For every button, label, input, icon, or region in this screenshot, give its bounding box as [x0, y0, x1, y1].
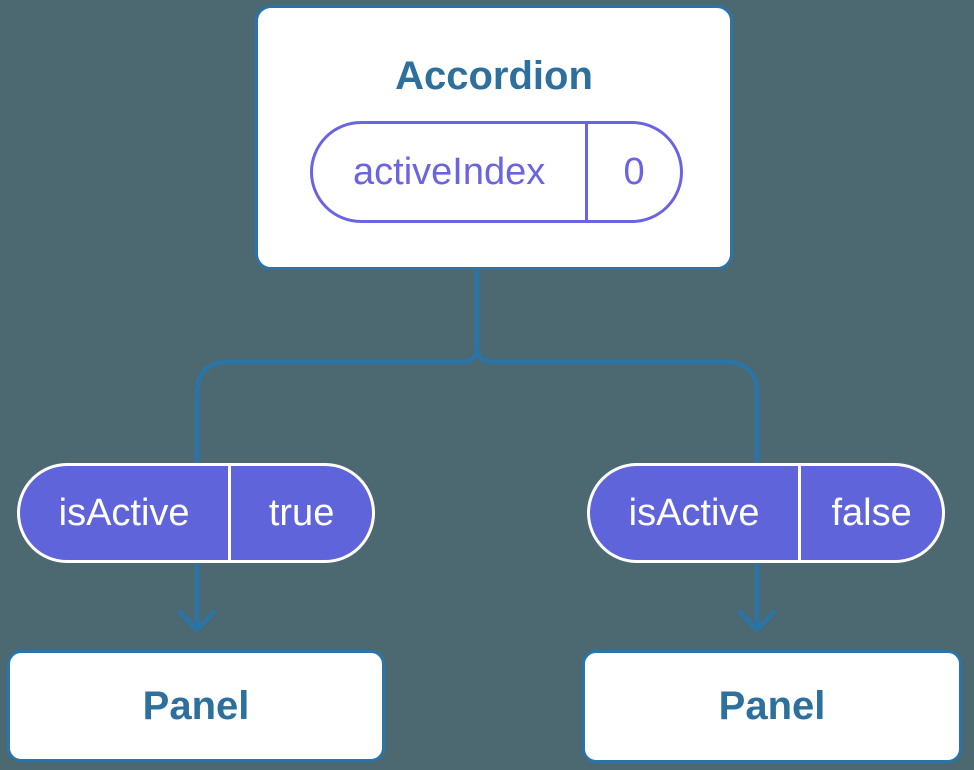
- activeindex-state-name: activeIndex: [313, 124, 589, 220]
- panel-node-left-title: Panel: [142, 683, 250, 728]
- down-arrow-left-icon: [177, 558, 217, 633]
- accordion-node: Accordion activeIndex 0: [255, 5, 733, 270]
- accordion-node-title: Accordion: [395, 54, 593, 98]
- fork-connector-left: [194, 268, 480, 465]
- panel-node-right: Panel: [582, 650, 962, 763]
- down-arrow-right-icon: [737, 558, 777, 633]
- panel-node-right-title: Panel: [718, 684, 826, 728]
- fork-connector-right: [474, 268, 760, 465]
- activeindex-state-pill: activeIndex 0: [310, 121, 683, 223]
- isactive-false-prop-value: false: [831, 492, 912, 534]
- panel-node-left: Panel: [7, 650, 385, 762]
- isactive-false-prop-name: isActive: [590, 466, 802, 560]
- isactive-true-prop-name: isActive: [20, 466, 232, 560]
- activeindex-state-value: 0: [623, 151, 645, 193]
- isactive-true-prop-pill: isActive true: [17, 463, 375, 563]
- isactive-false-prop-pill: isActive false: [587, 463, 945, 563]
- isactive-true-prop-value: true: [268, 492, 335, 534]
